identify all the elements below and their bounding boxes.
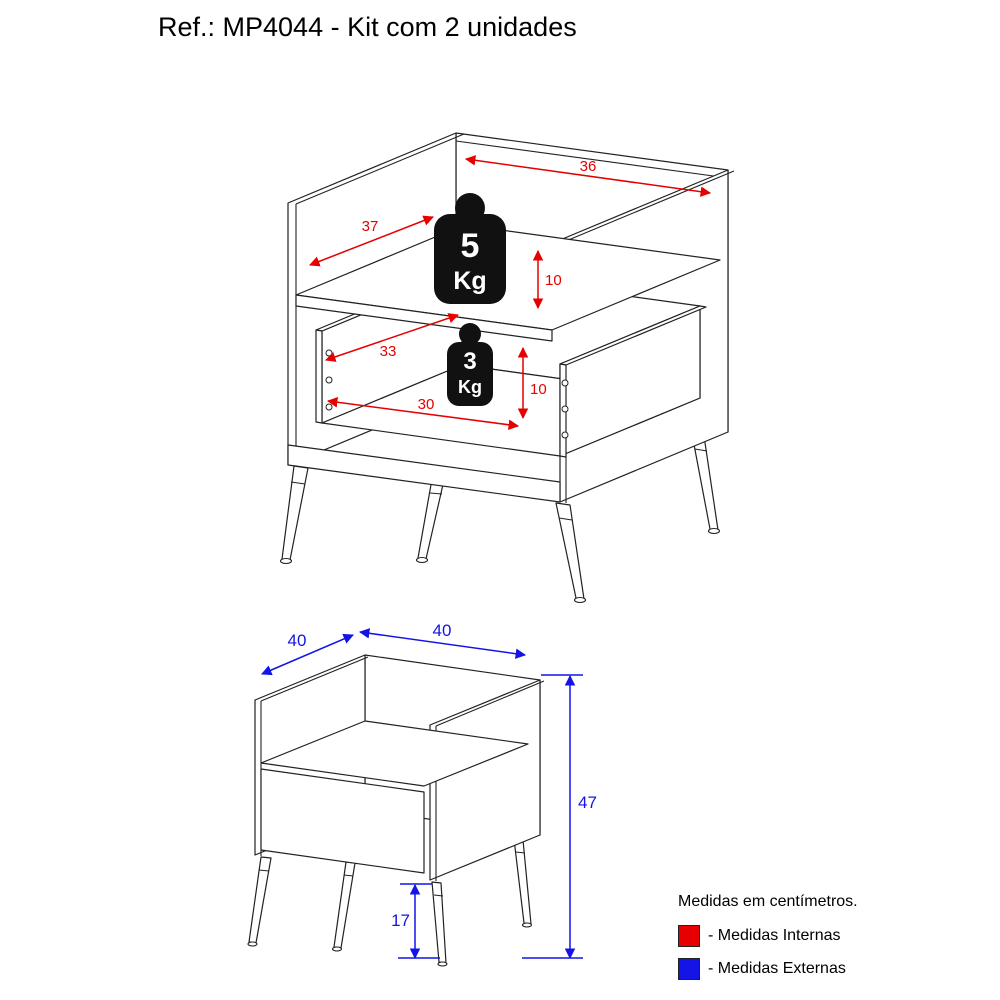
dim-label-shelf-depth: 37 — [362, 218, 379, 235]
drawer-weight-value: 3 — [463, 348, 476, 375]
external-dimensions-diagram: 40 40 47 17 — [247, 621, 597, 967]
internal-dimension-labels: 36 37 10 33 30 10 — [362, 158, 597, 413]
dim-arrow-top-width — [464, 155, 712, 197]
internal-dimension-arrows — [309, 155, 712, 430]
front-legs — [247, 856, 448, 967]
drawer-front — [260, 768, 425, 874]
internal-dimensions-diagram: 5 Kg 3 Kg — [279, 132, 735, 604]
external-color-swatch — [678, 958, 700, 980]
legend-title: Medidas em centímetros. — [678, 893, 858, 910]
external-dimension-arrows — [261, 628, 583, 960]
dim-arrow-width — [358, 628, 527, 659]
shelf-weight-value: 5 — [461, 227, 480, 265]
dim-label-drawer-height: 10 — [530, 381, 547, 398]
leg — [513, 838, 533, 928]
legend-item-internal: - Medidas Internas — [678, 924, 858, 948]
page-title: Ref.: MP4044 - Kit com 2 unidades — [158, 12, 577, 42]
weight-capacity-5kg-icon: 5 Kg — [434, 193, 506, 304]
legend-label-internal: - Medidas Internas — [708, 927, 841, 944]
legend-item-external: - Medidas Externas — [678, 957, 858, 981]
dim-arrow-depth — [261, 633, 354, 676]
dim-label-width: 40 — [433, 621, 452, 640]
compartment-floor — [260, 720, 529, 787]
dim-label-drawer-depth: 33 — [380, 343, 397, 360]
dim-label-leg-height: 17 — [391, 911, 410, 930]
dim-label-depth: 40 — [288, 631, 307, 650]
back-legs — [331, 838, 533, 952]
dim-arrow-shelf-depth — [309, 215, 434, 267]
dim-arrow-drawer-width — [326, 397, 520, 430]
dim-label-top-width: 36 — [580, 158, 597, 175]
bottom-panel-edge — [287, 444, 561, 503]
drawer-weight-unit: Kg — [458, 377, 482, 397]
leg — [279, 465, 309, 565]
dim-arrow-drawer-depth — [325, 313, 459, 362]
leg — [415, 478, 445, 564]
nightstand-body — [254, 654, 545, 881]
internal-color-swatch — [678, 925, 700, 947]
right-side-panel — [429, 679, 541, 881]
external-dimension-labels: 40 40 47 17 — [288, 621, 597, 930]
leg — [331, 861, 356, 952]
leg — [555, 502, 587, 604]
legend-label-external: - Medidas Externas — [708, 960, 846, 977]
shelf-weight-unit: Kg — [453, 267, 486, 295]
front-legs — [279, 465, 587, 604]
dim-label-top-height: 10 — [545, 272, 562, 289]
leg — [691, 433, 721, 535]
dim-label-drawer-width: 30 — [418, 396, 435, 413]
leg — [247, 856, 272, 947]
leg — [431, 881, 448, 967]
dim-label-height: 47 — [578, 793, 597, 812]
legend: Medidas em centímetros. - Medidas Intern… — [678, 893, 858, 990]
